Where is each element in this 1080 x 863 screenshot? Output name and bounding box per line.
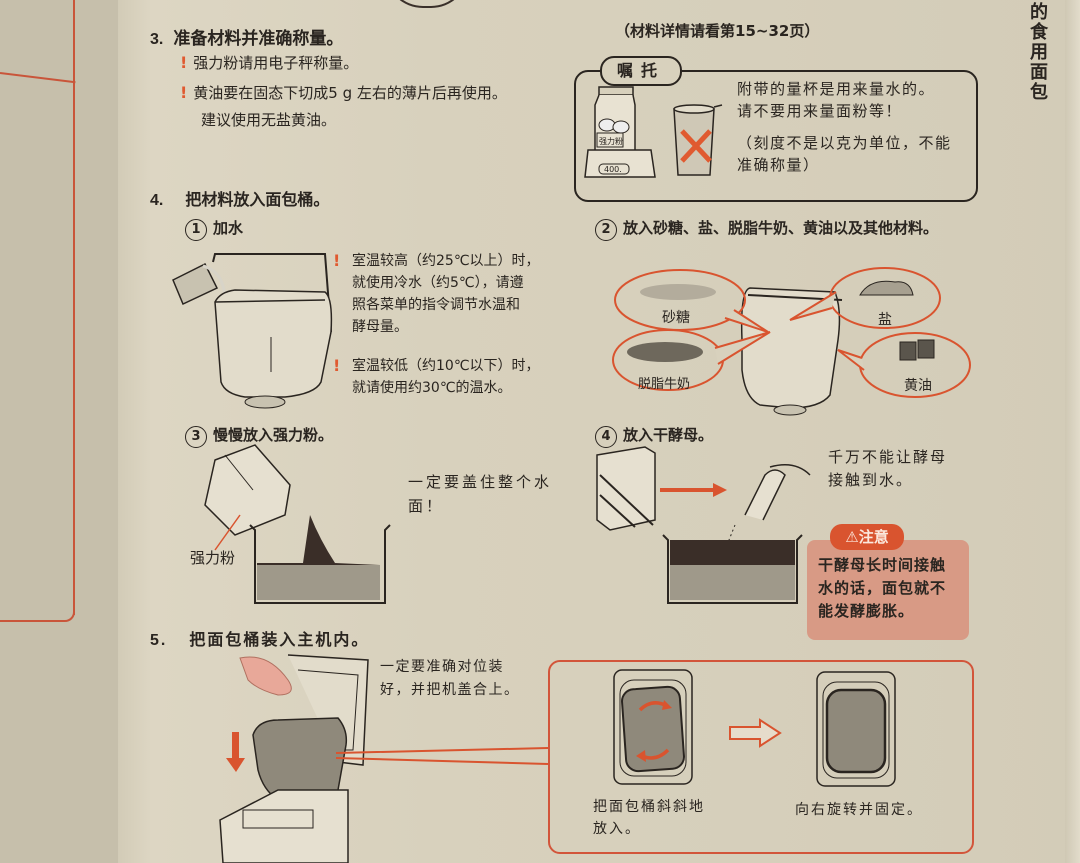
side-tab-title: 的食用面包 xyxy=(1027,2,1048,102)
pour-water-into-pan-illustration xyxy=(172,253,333,409)
exclamation-icon: ! xyxy=(180,53,188,72)
caption-right: 向右旋转并固定。 xyxy=(795,802,923,818)
step3-title: 准备材料并准确称量。 xyxy=(173,29,344,49)
note-line: （刻度不是以克为单位，不能 xyxy=(737,134,952,152)
sub1-warning-1: ! 室温较高（约25℃以上）时， 就使用冷水（约5℃），请遵 照各菜单的指令调节… xyxy=(333,250,540,338)
svg-text:强力粉: 强力粉 xyxy=(599,136,623,146)
svg-text:脱脂牛奶: 脱脂牛奶 xyxy=(638,377,690,392)
warn-line: 酵母量。 xyxy=(352,319,408,335)
bullet-text: 强力粉请用电子秤称量。 xyxy=(193,54,359,72)
sub2-heading: 2 放入砂糖、盐、脱脂牛奶、黄油以及其他材料。 xyxy=(595,217,938,241)
warn-line: 室温较低（约10℃以下）时， xyxy=(352,358,540,374)
step5-note: 一定要准确对位装 好，并把机盖合上。 xyxy=(380,656,520,702)
exclamation-icon: ! xyxy=(180,83,188,102)
step5-number: 5. xyxy=(150,632,168,649)
circled-number: 3 xyxy=(185,426,207,448)
step3-number: 3. xyxy=(150,31,164,48)
top-circle-fragment xyxy=(385,0,469,8)
sub2-title: 放入砂糖、盐、脱脂牛奶、黄油以及其他材料。 xyxy=(623,219,939,237)
caution-tag: ⚠注意 xyxy=(830,524,904,550)
step3-bullet-1: ! 强力粉请用电子秤称量。 xyxy=(180,50,358,76)
sub4-note: 千万不能让酵母 接触到水。 xyxy=(828,446,947,492)
step3-bullet-2: ! 黄油要在固态下切成5 g 左右的薄片后再使用。 xyxy=(180,80,507,106)
sub3-heading: 3 慢慢放入强力粉。 xyxy=(185,424,333,448)
caption-line: 把面包桶斜斜地 xyxy=(593,799,705,815)
note-line: 一定要盖住整个水 xyxy=(408,473,553,491)
circled-number: 2 xyxy=(595,219,617,241)
pan-tilted-with-rotation-arrows-icon xyxy=(613,669,693,785)
svg-text:黄油: 黄油 xyxy=(904,377,932,394)
left-page-border-corner xyxy=(0,540,75,622)
ingredients-bubbles-illustration: 砂糖 脱脂牛奶 盐 黄油 xyxy=(612,267,971,416)
caution-line: 干酵母长时间接触 xyxy=(818,556,947,574)
note-tag: 嘱托 xyxy=(600,56,682,86)
warn-line: 就使用冷水（约5℃），请遵 xyxy=(352,275,524,291)
warn-line: 就请使用约30℃的温水。 xyxy=(352,380,512,396)
step3-heading: 3. 准备材料并准确称量。 xyxy=(150,24,343,49)
exclamation-icon: ! xyxy=(333,251,341,270)
caption-left: 把面包桶斜斜地 放入。 xyxy=(593,796,705,840)
right-arrow-icon xyxy=(729,718,782,748)
note-line: 一定要准确对位装 xyxy=(380,659,504,675)
svg-text:400.: 400. xyxy=(604,165,622,174)
left-page-margin xyxy=(0,0,118,863)
circled-number: 1 xyxy=(185,219,207,241)
add-yeast-illustration xyxy=(596,446,811,604)
note-line: 千万不能让酵母 xyxy=(828,448,948,466)
svg-text:盐: 盐 xyxy=(878,312,892,328)
left-page-border-line xyxy=(73,0,75,615)
page-spine xyxy=(1065,0,1080,863)
note-line: 请不要用来量面粉等！ xyxy=(737,102,903,120)
sub1-warning-2: ! 室温较低（约10℃以下）时， 就请使用约30℃的温水。 xyxy=(333,355,540,399)
caution-line: 水的话，面包就不 xyxy=(818,579,947,597)
svg-text:砂糖: 砂糖 xyxy=(662,310,690,326)
step3-extra: 建议使用无盐黄油。 xyxy=(201,111,337,129)
note-line: 准确称量） xyxy=(737,156,820,174)
scale-with-flour-icon: 强力粉 400. xyxy=(584,86,656,178)
circled-number: 4 xyxy=(595,426,617,448)
svg-text:强力粉: 强力粉 xyxy=(190,549,235,567)
warn-line: 照各菜单的指令调节水温和 xyxy=(352,297,520,313)
measuring-cup-crossed-icon xyxy=(673,104,723,176)
exclamation-icon: ! xyxy=(333,356,341,375)
note-text: 附带的量杯是用来量水的。 请不要用来量面粉等！ （刻度不是以克为单位，不能 准确… xyxy=(737,78,952,176)
caution-box xyxy=(807,540,969,640)
insert-pan-into-machine-illustration xyxy=(219,654,549,863)
step5-title: 把面包桶装入主机内。 xyxy=(189,630,370,649)
sub4-title: 放入干酵母。 xyxy=(623,426,714,444)
note-line: 接触到水。 xyxy=(828,471,914,489)
note-line: 附带的量杯是用来量水的。 xyxy=(737,80,936,98)
step5-heading: 5. 把面包桶装入主机内。 xyxy=(150,626,369,650)
warn-line: 室温较高（约25℃以上）时， xyxy=(352,253,540,269)
pour-flour-illustration: 强力粉 xyxy=(190,444,391,604)
step3-page-ref: （材料详情请看第15~32页） xyxy=(615,22,820,40)
pan-locked-icon xyxy=(816,671,896,787)
step4-heading: 4. 把材料放入面包桶。 xyxy=(150,186,329,210)
sub4-heading: 4 放入干酵母。 xyxy=(595,424,713,448)
caption-line: 放入。 xyxy=(593,821,641,837)
step4-number: 4. xyxy=(150,192,164,209)
note-box xyxy=(574,70,978,202)
note-line: 面！ xyxy=(408,497,445,515)
sub1-title: 加水 xyxy=(213,219,244,237)
note-line: 好，并把机盖合上。 xyxy=(380,682,520,698)
pan-rotation-detail-box xyxy=(548,660,974,854)
sub3-note: 一定要盖住整个水 面！ xyxy=(408,470,552,518)
caution-line: 能发酵膨胀。 xyxy=(818,602,915,620)
bullet-text: 黄油要在固态下切成5 g 左右的薄片后再使用。 xyxy=(193,84,507,102)
step4-title: 把材料放入面包桶。 xyxy=(185,190,330,209)
sub1-heading: 1 加水 xyxy=(185,217,243,241)
sub3-title: 慢慢放入强力粉。 xyxy=(213,426,334,444)
caution-text: 干酵母长时间接触 水的话，面包就不 能发酵膨胀。 xyxy=(818,554,946,623)
